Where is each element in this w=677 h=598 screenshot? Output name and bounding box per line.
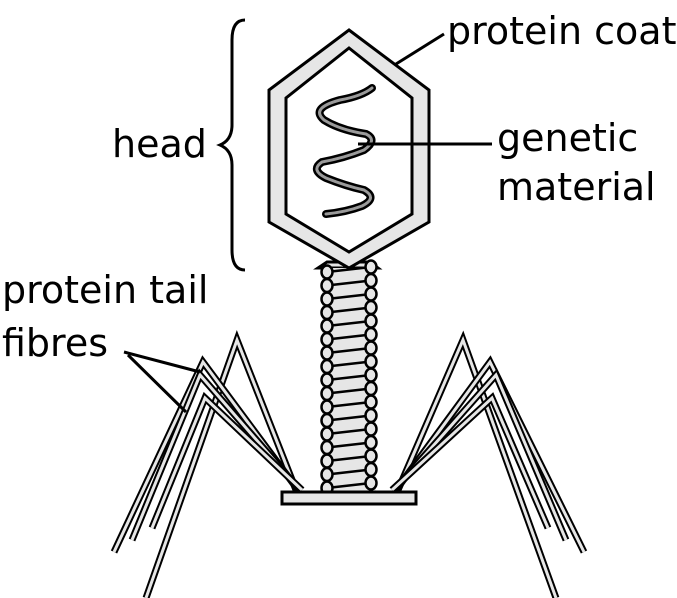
tail-ring-knob	[320, 264, 334, 280]
protein-coat	[267, 28, 431, 270]
tail-ring-knob	[320, 412, 334, 429]
tail-ring-band	[326, 427, 372, 436]
tail-ring-band	[326, 346, 372, 355]
tail-ring-knob	[364, 326, 378, 343]
tail-ring-knob	[320, 466, 334, 483]
tail-fibre-fill	[150, 395, 304, 529]
tail-ring-knob	[320, 358, 334, 375]
tail-ring-band	[326, 306, 372, 314]
tail-ring-knob	[364, 461, 378, 478]
tail-ring-knob	[320, 426, 334, 442]
tail-ring-knob	[364, 394, 378, 410]
tail-fibres	[110, 329, 588, 598]
genetic-material-label-line2: material	[497, 165, 656, 209]
tail-fibres-label-line1: protein tail	[2, 268, 208, 312]
leader-tail-fibres-lower	[126, 353, 188, 414]
tail-ring-knob	[320, 385, 334, 402]
tail-ring-knob	[320, 345, 334, 361]
base-plate	[280, 490, 418, 506]
head-label: head	[112, 122, 207, 166]
tail-ring-band	[326, 468, 372, 476]
genetic-material-label-line1: genetic	[497, 116, 638, 160]
tail-ring-band	[326, 414, 372, 422]
tail-ring-knob	[320, 277, 334, 294]
tail-ring-band	[326, 387, 372, 395]
tail-ring-band	[326, 441, 372, 449]
leader-protein-coat	[395, 32, 445, 66]
tail-fibre-fill	[390, 395, 550, 529]
head-brace	[216, 18, 246, 272]
tail-ring-knob	[320, 439, 334, 456]
tail-fibre-fill	[392, 372, 568, 541]
tail-ring-knob	[364, 367, 378, 383]
tail-ring-band	[326, 360, 372, 368]
tail-ring-knob	[320, 331, 334, 348]
tail-ring-knob	[364, 434, 378, 451]
tail-ring-knob	[320, 372, 334, 388]
tail-ring-band	[326, 400, 372, 409]
tail-ring-knob	[364, 353, 378, 370]
tail-ring-knob	[364, 448, 378, 464]
tail-ring-knob	[364, 421, 378, 437]
tail-ring-knob	[364, 299, 378, 316]
tail-ring-knob	[320, 453, 334, 469]
tail-fibre	[142, 329, 300, 598]
tail-ring-band	[326, 333, 372, 341]
tail-ring-band	[326, 319, 372, 328]
tail-fibre-fill	[396, 335, 558, 598]
leader-tail-fibres-upper	[123, 350, 201, 374]
tail-ring-knob	[320, 291, 334, 307]
tail-fibres-label-line2: fibres	[2, 321, 108, 365]
tail-ring-band	[326, 454, 372, 463]
tail-ring-knob	[364, 313, 378, 329]
protein-coat-label: protein coat	[447, 9, 676, 53]
tail-ring-band	[326, 279, 372, 287]
tail-ring-band	[326, 292, 372, 301]
tail-ring-knob	[320, 304, 334, 321]
tail-ring-knob	[364, 272, 378, 289]
tail-ring-band	[326, 373, 372, 382]
tail-ring-knob	[364, 407, 378, 424]
tail-ring-knob	[364, 259, 378, 275]
tail-ring-knob	[364, 286, 378, 302]
tail-ring-band	[326, 481, 372, 490]
tail-rings	[320, 259, 378, 496]
tail-ring-knob	[364, 380, 378, 397]
tail-ring-knob	[364, 340, 378, 356]
genetic-material-highlight	[315, 86, 374, 216]
tail-ring-knob	[364, 475, 378, 491]
tail-ring-knob	[320, 318, 334, 334]
tail-fibre-fill	[144, 335, 298, 598]
tail-ring-knob	[320, 399, 334, 415]
